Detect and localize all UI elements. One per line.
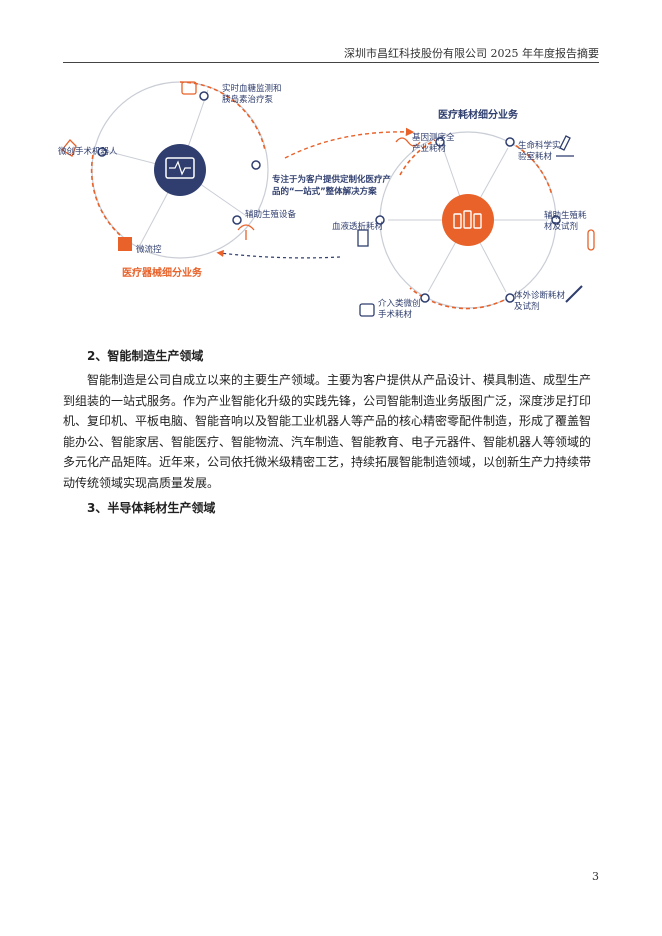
section-heading-smart-manufacturing: 2、智能制造生产领域: [87, 349, 204, 363]
header-rule: [63, 62, 599, 63]
reproduction-device-icon: [237, 224, 255, 240]
gene-sequencing-icon: [395, 137, 421, 147]
svg-text:辅助生殖耗材及试剂: 辅助生殖耗材及试剂: [544, 210, 587, 232]
microfluidics-chip-icon: [118, 237, 132, 251]
left-label-monitoring-2: 胰岛素治疗泵: [222, 94, 274, 105]
dialysis-icon: [357, 229, 369, 247]
right-label-interventional-1: 介入类微创: [378, 298, 421, 309]
right-label-interventional-2: 手术耗材: [378, 309, 413, 320]
right-cycle-title: 医疗耗材细分业务: [438, 108, 519, 121]
svg-text:实时血糖监测和胰岛素治疗泵: 实时血糖监测和胰岛素治疗泵: [222, 83, 282, 105]
monitor-hub-icon: [154, 144, 206, 196]
svg-text:生命科学实验室耗材: 生命科学实验室耗材: [518, 140, 561, 162]
page-header-title: 深圳市昌红科技股份有限公司 2025 年年度报告摘要: [344, 47, 599, 60]
left-label-reproduction: 辅助生殖设备: [245, 209, 297, 220]
center-caption-1: 专注于为客户提供定制化医疗产: [272, 174, 392, 185]
right-label-gene-2: 产业耗材: [412, 143, 447, 154]
svg-text:体外诊断耗材及试剂: 体外诊断耗材及试剂: [514, 290, 566, 312]
glucose-pump-icon: [181, 81, 197, 95]
right-label-lab-1: 生命科学实: [518, 140, 561, 151]
business-diagram: 实时血糖监测和胰岛素治疗泵 微创手术机器人 辅助生殖设备 微流控 医疗器械细分业…: [40, 70, 630, 335]
right-label-ivd-1: 体外诊断耗材: [514, 290, 566, 301]
left-label-microfluidics: 微流控: [136, 244, 162, 255]
right-label-repro-2: 材及试剂: [544, 221, 578, 232]
right-label-repro-1: 辅助生殖耗: [544, 210, 587, 221]
section-paragraph-smart-manufacturing: 智能制造是公司自成立以来的主要生产领域。主要为客户提供从产品设计、模具制造、成型…: [63, 370, 599, 493]
paragraph-text: 智能制造是公司自成立以来的主要生产领域。主要为客户提供从产品设计、模具制造、成型…: [63, 373, 592, 490]
right-label-ivd-2: 及试剂: [514, 301, 540, 312]
catheter-icon: [359, 303, 375, 317]
center-caption-2: 品的“一站式”整体解决方案: [272, 186, 377, 197]
microscope-icon: [556, 135, 574, 157]
test-tube-icon: [587, 229, 595, 251]
left-cycle-title: 医疗器械细分业务: [122, 266, 203, 279]
right-cycle: 医疗耗材细分业务 基因测序全产业耗材 生命科学实验室耗材 辅助生殖耗材及试剂 体…: [332, 108, 595, 320]
section-heading-semiconductor: 3、半导体耗材生产领域: [87, 501, 216, 515]
right-label-blood: 血液透析耗材: [332, 221, 384, 232]
svg-text:基因测序全产业耗材: 基因测序全产业耗材: [412, 132, 455, 154]
page-number: 3: [592, 870, 599, 883]
svg-text:专注于为客户提供定制化医疗产品的“一站式”整体解决方案: 专注于为客户提供定制化医疗产品的“一站式”整体解决方案: [272, 174, 392, 197]
right-label-lab-2: 验室耗材: [518, 151, 553, 162]
left-label-monitoring-1: 实时血糖监测和: [222, 83, 282, 94]
left-label-surgical-robot: 微创手术机器人: [58, 146, 118, 157]
consumables-hub-icon: [442, 194, 494, 246]
svg-text:介入类微创手术耗材: 介入类微创手术耗材: [378, 298, 421, 320]
left-cycle: 实时血糖监测和胰岛素治疗泵 微创手术机器人 辅助生殖设备 微流控 医疗器械细分业…: [58, 81, 297, 279]
right-label-gene-1: 基因测序全: [412, 132, 455, 143]
pipette-icon: [565, 285, 583, 303]
surgical-robot-icon: [61, 139, 77, 157]
